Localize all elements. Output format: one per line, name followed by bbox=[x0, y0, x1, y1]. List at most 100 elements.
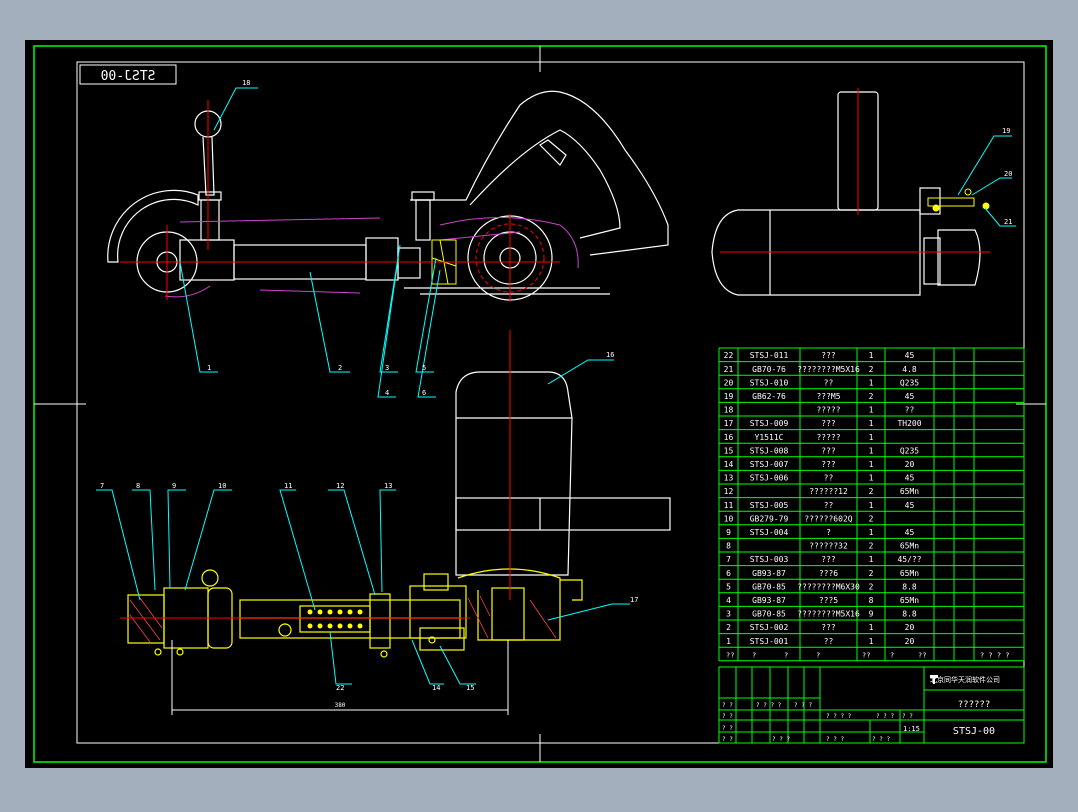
bom-cell: ?? bbox=[824, 474, 834, 483]
drawing-code: STSJ-00 bbox=[953, 726, 995, 737]
bom-cell: 8.8 bbox=[902, 582, 917, 591]
side-view-centerlines bbox=[720, 88, 990, 253]
bom-cell: 22 bbox=[724, 351, 734, 360]
dimension-label: 380 bbox=[335, 702, 346, 709]
bom-cell: 21 bbox=[724, 365, 734, 374]
bom-cell: GB279-79 bbox=[750, 514, 789, 523]
bom-cell: GB62-76 bbox=[752, 392, 786, 401]
bom-cell: 19 bbox=[724, 392, 734, 401]
bom-cell: ?? bbox=[824, 378, 834, 387]
company-logo-text: 北京同华天润软件公司 bbox=[930, 675, 1000, 684]
bom-cell: STSJ-004 bbox=[750, 528, 789, 537]
bom-cell: 10 bbox=[724, 514, 734, 523]
svg-text:? ? ?: ? ? ? bbox=[826, 736, 844, 743]
bom-cell: 45/?? bbox=[897, 555, 921, 564]
bom-cell: 8.8 bbox=[902, 610, 917, 619]
bom-cell: STSJ-007 bbox=[750, 460, 789, 469]
front-view-centerlines bbox=[120, 100, 560, 302]
svg-text:? ? ? ?: ? ? ? ? bbox=[756, 702, 782, 709]
balloon-3: 3 bbox=[385, 364, 389, 372]
bom-cell: ?? bbox=[824, 501, 834, 510]
bom-cell: ???M5 bbox=[816, 392, 840, 401]
front-view-hidden-lines bbox=[164, 217, 579, 298]
bom-cell: 1 bbox=[869, 406, 874, 415]
bom-cell: 65Mn bbox=[900, 487, 919, 496]
bom-cell: ????? bbox=[816, 433, 840, 442]
bom-cell: ????? bbox=[816, 406, 840, 415]
leader-lines bbox=[96, 87, 1016, 685]
title-block-text: 北京同华天润软件公司 ?????? STSJ-00 1:15 ? ? ? ? ?… bbox=[722, 675, 1000, 743]
svg-text:? ?: ? ? bbox=[722, 736, 733, 743]
bom-cell: 65Mn bbox=[900, 569, 919, 578]
svg-text:? ?: ? ? bbox=[722, 702, 733, 709]
bom-header-cell: ?? bbox=[726, 651, 734, 659]
bom-cell: 45 bbox=[905, 474, 915, 483]
svg-text:? ? ?: ? ? ? bbox=[876, 713, 894, 720]
bom-cell: ??? bbox=[821, 351, 836, 360]
centering-marks bbox=[34, 46, 1046, 762]
bom-cell: ????????M5X16 bbox=[797, 610, 860, 619]
bom-cell: 2 bbox=[726, 623, 731, 632]
bom-cell: TH200 bbox=[897, 419, 921, 428]
bom-cell: 2 bbox=[869, 487, 874, 496]
bom-cell: GB70-85 bbox=[752, 610, 786, 619]
bom-cell: STSJ-009 bbox=[750, 419, 789, 428]
bom-cell: ??? bbox=[821, 446, 836, 455]
bom-cell: GB93-87 bbox=[752, 596, 786, 605]
bom-cell: 14 bbox=[724, 460, 734, 469]
svg-text:? ? ?: ? ? ? bbox=[872, 736, 890, 743]
bom-header-cell: ? bbox=[752, 651, 756, 659]
bom-cell: 17 bbox=[724, 419, 734, 428]
bom-cell: 15 bbox=[724, 446, 734, 455]
bom-cell: 1 bbox=[869, 501, 874, 510]
balloon-7: 7 bbox=[100, 482, 104, 490]
bom-cell: 2 bbox=[869, 542, 874, 551]
drawing-sheet bbox=[25, 40, 1053, 768]
balloon-13: 13 bbox=[384, 482, 392, 490]
bom-cell: 45 bbox=[905, 501, 915, 510]
bom-cell: STSJ-003 bbox=[750, 555, 789, 564]
balloon-23: 22 bbox=[336, 684, 344, 692]
bom-header-cell: ? ? ? ? bbox=[980, 651, 1010, 659]
balloon-14: 14 bbox=[432, 684, 440, 692]
balloon-15: 15 bbox=[466, 684, 474, 692]
bom-cell: ??????12 bbox=[809, 487, 848, 496]
bom-cell: 1 bbox=[869, 460, 874, 469]
bom-cell: 3 bbox=[726, 610, 731, 619]
bom-cell: 1 bbox=[869, 419, 874, 428]
bom-cell: 1 bbox=[869, 433, 874, 442]
bom-cell: 5 bbox=[726, 582, 731, 591]
balloon-8: 8 bbox=[136, 482, 140, 490]
bom-cell: 1 bbox=[869, 474, 874, 483]
bom-cell: 65Mn bbox=[900, 596, 919, 605]
balloon-9: 9 bbox=[172, 482, 176, 490]
dimension-380 bbox=[171, 640, 509, 715]
bom-cell: 1 bbox=[869, 378, 874, 387]
bom-cell: ? bbox=[826, 528, 831, 537]
bom-cell: 2 bbox=[869, 514, 874, 523]
bom-cell: 1 bbox=[869, 446, 874, 455]
balloon-18: 18 bbox=[242, 79, 250, 87]
bom-cell: 20 bbox=[905, 637, 915, 646]
svg-text:? ?: ? ? bbox=[722, 713, 733, 720]
bom-cell: 6 bbox=[726, 569, 731, 578]
balloon-labels: 1 2 3 4 5 6 7 8 9 10 11 12 13 14 15 22 1… bbox=[100, 79, 1012, 692]
title-block bbox=[718, 666, 1025, 744]
bom-cell: ??? bbox=[821, 555, 836, 564]
bom-cell: 20 bbox=[905, 623, 915, 632]
bom-cell: 2 bbox=[869, 365, 874, 374]
bom-cell: ?? bbox=[824, 637, 834, 646]
drawing-title: ?????? bbox=[958, 700, 991, 710]
bom-cell: STSJ-002 bbox=[750, 623, 789, 632]
balloon-20: 20 bbox=[1004, 170, 1012, 178]
top-view-springs bbox=[307, 609, 363, 629]
svg-text:? ? ?: ? ? ? bbox=[794, 702, 812, 709]
bom-cell: 45 bbox=[905, 392, 915, 401]
bom-cell: STSJ-010 bbox=[750, 378, 789, 387]
bom-cell: ??????602Q bbox=[804, 514, 852, 523]
bom-cell: GB70-76 bbox=[752, 365, 786, 374]
bom-cell: Q235 bbox=[900, 446, 919, 455]
side-view-parts bbox=[927, 188, 990, 212]
